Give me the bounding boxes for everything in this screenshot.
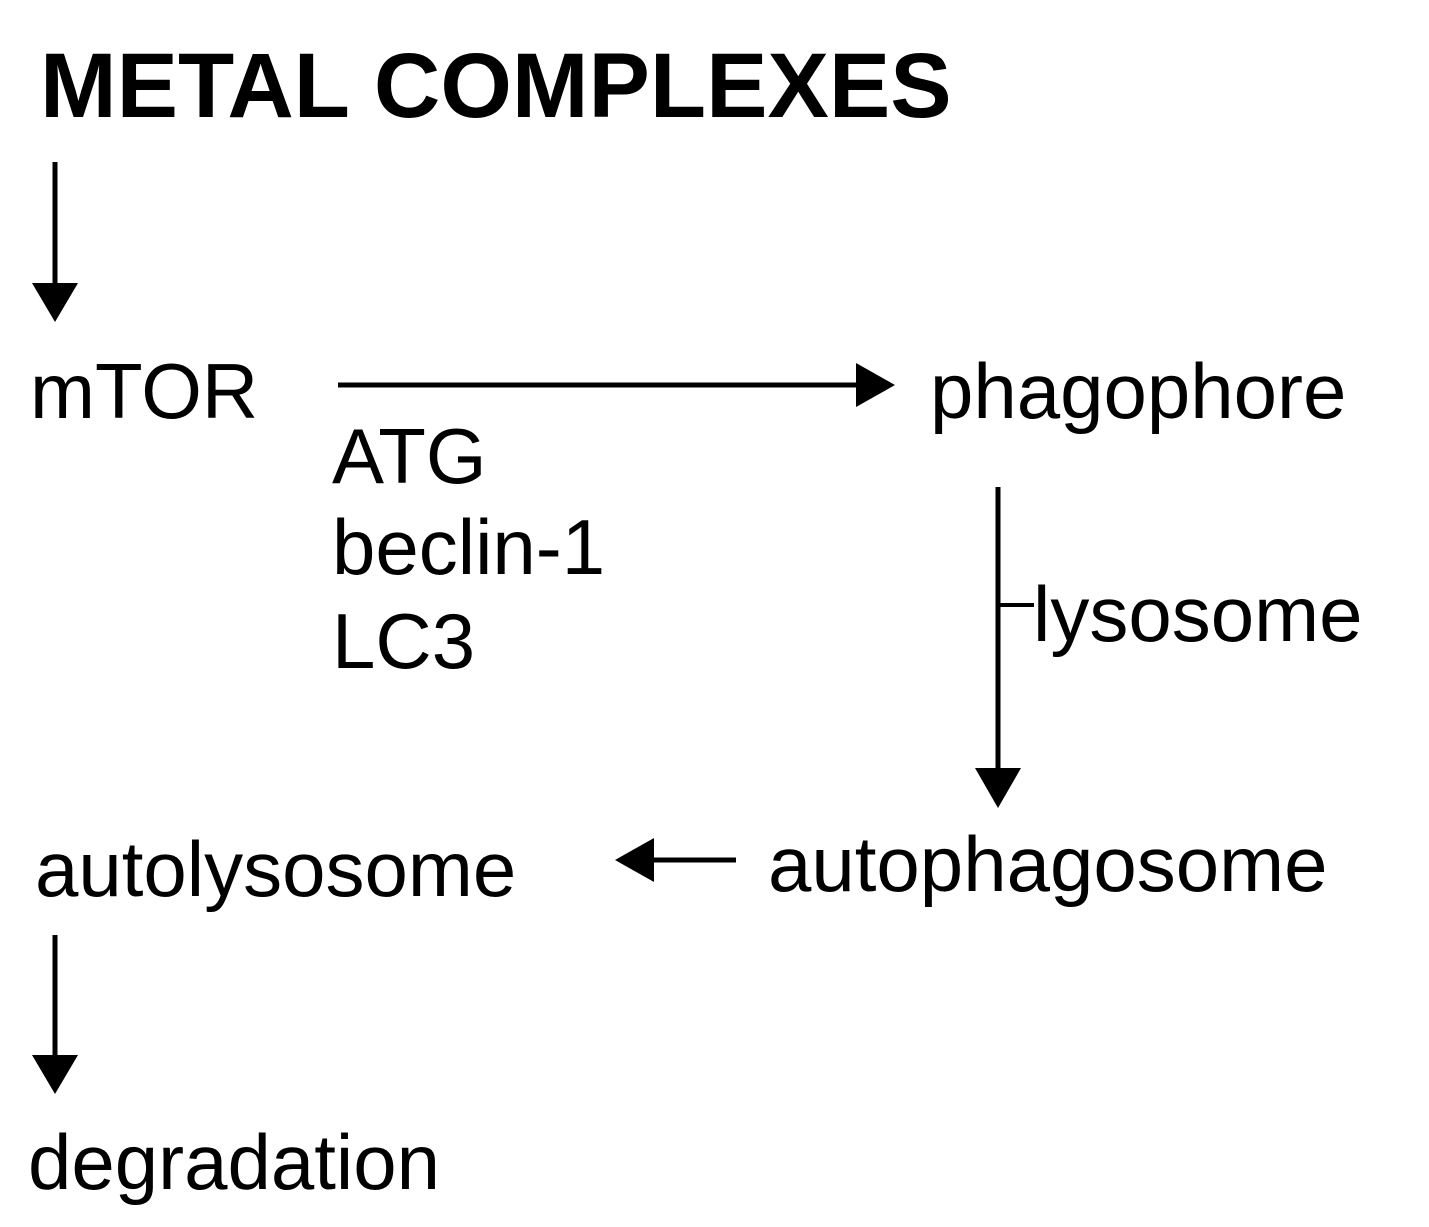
edge-label-lc3: LC3 <box>332 597 476 685</box>
arrow-phagophore-to-autophagosome <box>975 487 1021 808</box>
node-autolysosome: autolysosome <box>35 825 517 913</box>
node-mtor: mTOR <box>30 347 259 435</box>
node-degradation: degradation <box>28 1118 441 1206</box>
arrow-autolysosome-to-degradation <box>32 935 78 1094</box>
node-autophagosome: autophagosome <box>768 820 1328 908</box>
node-phagophore: phagophore <box>930 347 1347 435</box>
edge-label-atg: ATG <box>332 412 487 500</box>
edge-label-lysosome: lysosome <box>1033 570 1363 658</box>
arrow-mtor-to-phagophore <box>338 363 895 407</box>
arrow-autophagosome-to-autolysosome <box>615 838 736 882</box>
edge-label-beclin-1: beclin-1 <box>332 503 606 591</box>
diagram-title: METAL COMPLEXES <box>40 35 952 137</box>
arrow-title-to-mtor <box>32 162 78 322</box>
